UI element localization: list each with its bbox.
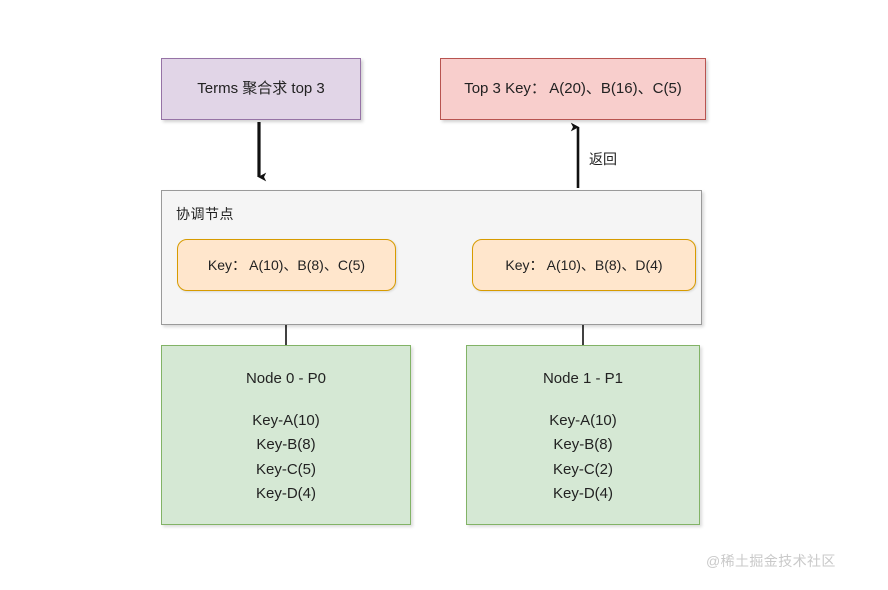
result-box: Top 3 Key： A(20)、B(16)、C(5) bbox=[440, 58, 706, 120]
node-0-key-list: Key-A(10) Key-B(8) Key-C(5) Key-D(4) bbox=[252, 409, 320, 506]
coordinator-node-box: 协调节点 Key： A(10)、B(8)、C(5) Key： A(10)、B(8… bbox=[161, 190, 702, 325]
node-box-1: Node 1 - P1 Key-A(10) Key-B(8) Key-C(2) … bbox=[466, 345, 700, 525]
watermark: @稀土掘金技术社区 bbox=[706, 553, 836, 569]
node-1-key-0: Key-A(10) bbox=[549, 412, 617, 429]
node-0-key-3: Key-D(4) bbox=[255, 484, 316, 502]
result-box-label: Top 3 Key： A(20)、B(16)、C(5) bbox=[464, 80, 682, 98]
node-box-0: Node 0 - P0 Key-A(10) Key-B(8) Key-C(5) … bbox=[161, 345, 411, 525]
coordinator-partial-result-0-label: Key： A(10)、B(8)、C(5) bbox=[207, 256, 366, 273]
node-0-key-0: Key-A(10) bbox=[252, 412, 320, 429]
node-1-key-1: Key-B(8) bbox=[553, 436, 613, 454]
query-box: Terms 聚合求 top 3 bbox=[161, 58, 361, 120]
coordinator-node-label: 协调节点 bbox=[176, 206, 234, 222]
coordinator-partial-result-0: Key： A(10)、B(8)、C(5) bbox=[177, 239, 396, 291]
node-0-key-1: Key-B(8) bbox=[256, 436, 316, 454]
node-0-key-2: Key-C(5) bbox=[255, 460, 316, 478]
node-1-title: Node 1 - P1 bbox=[542, 370, 624, 387]
query-box-label: Terms 聚合求 top 3 bbox=[197, 80, 325, 98]
node-1-key-3: Key-D(4) bbox=[552, 484, 613, 502]
edge-label-return: 返回 bbox=[589, 151, 617, 167]
coordinator-partial-result-1: Key： A(10)、B(8)、D(4) bbox=[472, 239, 696, 291]
node-0-title: Node 0 - P0 bbox=[245, 370, 327, 387]
coordinator-partial-result-1-label: Key： A(10)、B(8)、D(4) bbox=[505, 256, 663, 273]
node-1-key-2: Key-C(2) bbox=[552, 460, 613, 478]
node-1-key-list: Key-A(10) Key-B(8) Key-C(2) Key-D(4) bbox=[549, 409, 617, 506]
